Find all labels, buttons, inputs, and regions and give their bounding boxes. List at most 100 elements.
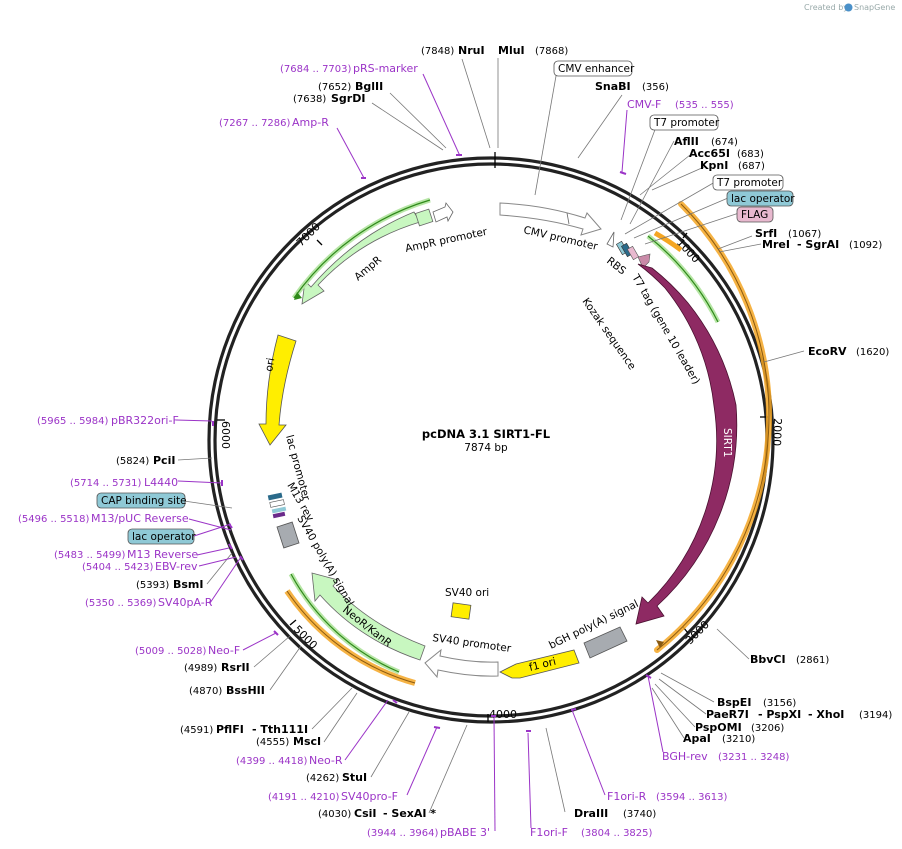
bgh-rev-name[interactable]: BGH-rev bbox=[662, 750, 708, 763]
sgrai-site[interactable]: - SgrAI bbox=[797, 238, 839, 251]
bspei-pos: (3156) bbox=[763, 698, 796, 709]
cmv-promoter-arrow[interactable] bbox=[499, 202, 602, 236]
pspxi-site[interactable]: - PspXI bbox=[758, 708, 801, 721]
neo-r-range: (4399 .. 4418) bbox=[236, 756, 308, 767]
neo-f-name[interactable]: Neo-F bbox=[208, 644, 240, 657]
bspei-site[interactable]: BspEI bbox=[717, 696, 751, 709]
csii-pos: (4030) bbox=[318, 809, 351, 820]
prs-marker-name[interactable]: pRS-marker bbox=[353, 62, 418, 75]
aflii-pos: (674) bbox=[711, 137, 738, 148]
sgrdi-site[interactable]: SgrDI bbox=[331, 92, 365, 105]
orf-indicator-sirt1-outer-line bbox=[656, 203, 770, 651]
lac-operator-label-top: lac operator bbox=[731, 193, 795, 205]
boxed-labels: CMV enhancer T7 promoter T7 promoter lac… bbox=[96, 60, 795, 545]
bsshii-site[interactable]: BssHII bbox=[226, 684, 265, 697]
ebv-rev-name[interactable]: EBV-rev bbox=[155, 560, 198, 573]
rsrii-site[interactable]: RsrII bbox=[221, 661, 250, 674]
amp-r-name[interactable]: Amp-R bbox=[292, 116, 329, 129]
t7-tag-mark[interactable] bbox=[637, 253, 651, 269]
draiii-site[interactable]: DraIII bbox=[574, 807, 608, 820]
m13-reverse-name[interactable]: M13 Reverse bbox=[127, 548, 198, 561]
stui-site[interactable]: StuI bbox=[342, 771, 367, 784]
apai-site[interactable]: ApaI bbox=[683, 732, 711, 745]
msci-site[interactable]: MscI bbox=[293, 735, 321, 748]
cap-binding-site-box[interactable] bbox=[96, 492, 186, 509]
tick-5000 bbox=[289, 619, 297, 626]
pspomi-site[interactable]: PspOMI bbox=[695, 721, 742, 734]
lac-operator-mark-left[interactable] bbox=[271, 506, 287, 514]
acc65i-site[interactable]: Acc65I bbox=[689, 147, 730, 160]
flag-mark[interactable] bbox=[626, 245, 640, 261]
cmv-f-name[interactable]: CMV-F bbox=[627, 98, 661, 111]
csii-site[interactable]: CsiI bbox=[354, 807, 376, 820]
m13-rev-mark[interactable] bbox=[272, 511, 286, 519]
t7-promoter-label-2: T7 promoter bbox=[716, 177, 783, 189]
pcii-site[interactable]: PciI bbox=[153, 454, 175, 467]
mlui-site[interactable]: MluI bbox=[498, 44, 525, 57]
lac-promoter-mark[interactable] bbox=[269, 499, 285, 508]
sexai-site[interactable]: - SexAI * bbox=[383, 807, 436, 820]
ecorv-site[interactable]: EcoRV bbox=[808, 345, 847, 358]
t7-promoter-box-2[interactable] bbox=[712, 174, 784, 191]
bglii-site[interactable]: BglII bbox=[355, 80, 383, 93]
f1ori-r-name[interactable]: F1ori-R bbox=[607, 790, 647, 803]
sv40-promoter-arrow[interactable] bbox=[424, 648, 499, 679]
lac-operator-box-left[interactable] bbox=[127, 528, 195, 545]
neo-r-name[interactable]: Neo-R bbox=[309, 754, 343, 767]
neor-kanr-arrow[interactable] bbox=[311, 572, 426, 661]
primers: (7684 .. 7703) pRS-marker (7267 .. 7286)… bbox=[18, 62, 790, 839]
paer7i-site[interactable]: PaeR7I bbox=[706, 708, 749, 721]
srfi-site[interactable]: SrfI bbox=[755, 227, 777, 240]
pbabe3-name[interactable]: pBABE 3' bbox=[440, 826, 490, 839]
nrui-pos: (7848) bbox=[421, 46, 454, 57]
m13-puc-rev-name[interactable]: M13/pUC Reverse bbox=[91, 512, 189, 525]
f1ori-f-range: (3804 .. 3825) bbox=[581, 828, 653, 839]
amp-r-range: (7267 .. 7286) bbox=[219, 118, 291, 129]
snabi-site[interactable]: SnaBI bbox=[595, 80, 631, 93]
leader-lines bbox=[175, 58, 805, 832]
flag-label: FLAG bbox=[741, 209, 768, 221]
xhoi-site[interactable]: - XhoI bbox=[808, 708, 844, 721]
sv40pa-r-name[interactable]: SV40pA-R bbox=[158, 596, 213, 609]
bbvci-site[interactable]: BbvCI bbox=[750, 653, 786, 666]
f1ori-f-name[interactable]: F1ori-F bbox=[530, 826, 568, 839]
pspomi-pos: (3206) bbox=[751, 723, 784, 734]
kpni-site[interactable]: KpnI bbox=[700, 159, 728, 172]
orf-indicator-orange-top bbox=[653, 230, 683, 253]
orf-indicator-arrowhead bbox=[656, 640, 664, 648]
l4440-name[interactable]: L4440 bbox=[144, 476, 178, 489]
bsmi-site[interactable]: BsmI bbox=[173, 578, 204, 591]
nrui-site[interactable]: NruI bbox=[458, 44, 485, 57]
tth111i-site[interactable]: - Tth111I bbox=[252, 723, 308, 736]
pbr322ori-f-name[interactable]: pBR322ori-F bbox=[111, 414, 179, 427]
sgrdi-pos: (7638) bbox=[293, 94, 326, 105]
f1-ori-arrow[interactable] bbox=[499, 649, 580, 679]
restriction-sites: (7848) NruI MluI (7868) (7652) BglII (76… bbox=[116, 44, 892, 820]
orf-indicator-ampr-green-line bbox=[293, 199, 431, 299]
sirt1-orf-arrow[interactable] bbox=[635, 263, 738, 625]
mrei-site[interactable]: MreI bbox=[762, 238, 790, 251]
pflfi-site[interactable]: PflFI bbox=[216, 723, 244, 736]
ampr-label: AmpR bbox=[352, 254, 384, 283]
pcii-pos: (5824) bbox=[116, 456, 149, 467]
ampr-arrow[interactable] bbox=[301, 211, 421, 305]
sv40pa-r-range: (5350 .. 5369) bbox=[85, 598, 157, 609]
cmv-enhancer-box[interactable] bbox=[553, 60, 633, 77]
bglii-pos: (7652) bbox=[318, 82, 351, 93]
sv40-ori-box[interactable] bbox=[450, 602, 472, 620]
backbone-outer-strand bbox=[207, 156, 775, 724]
pbabe3-range: (3944 .. 3964) bbox=[367, 828, 439, 839]
sv40-polya-box[interactable] bbox=[276, 521, 300, 549]
ampr-promoter-arrow[interactable] bbox=[432, 202, 454, 223]
flag-box[interactable] bbox=[736, 206, 774, 223]
apai-pos: (3210) bbox=[722, 734, 755, 745]
cap-binding-mark[interactable] bbox=[267, 492, 283, 501]
sv40-ori-label: SV40 ori bbox=[445, 587, 489, 599]
t7-promoter-box-1[interactable] bbox=[649, 114, 719, 131]
ori-arrow[interactable] bbox=[258, 334, 297, 446]
aflii-site[interactable]: AflII bbox=[674, 135, 699, 148]
sv40pro-f-name[interactable]: SV40pro-F bbox=[341, 790, 398, 803]
lac-operator-box-top[interactable] bbox=[726, 190, 794, 207]
t7-promoter-mark[interactable] bbox=[606, 231, 615, 248]
bgh-polya-box[interactable] bbox=[583, 626, 628, 659]
